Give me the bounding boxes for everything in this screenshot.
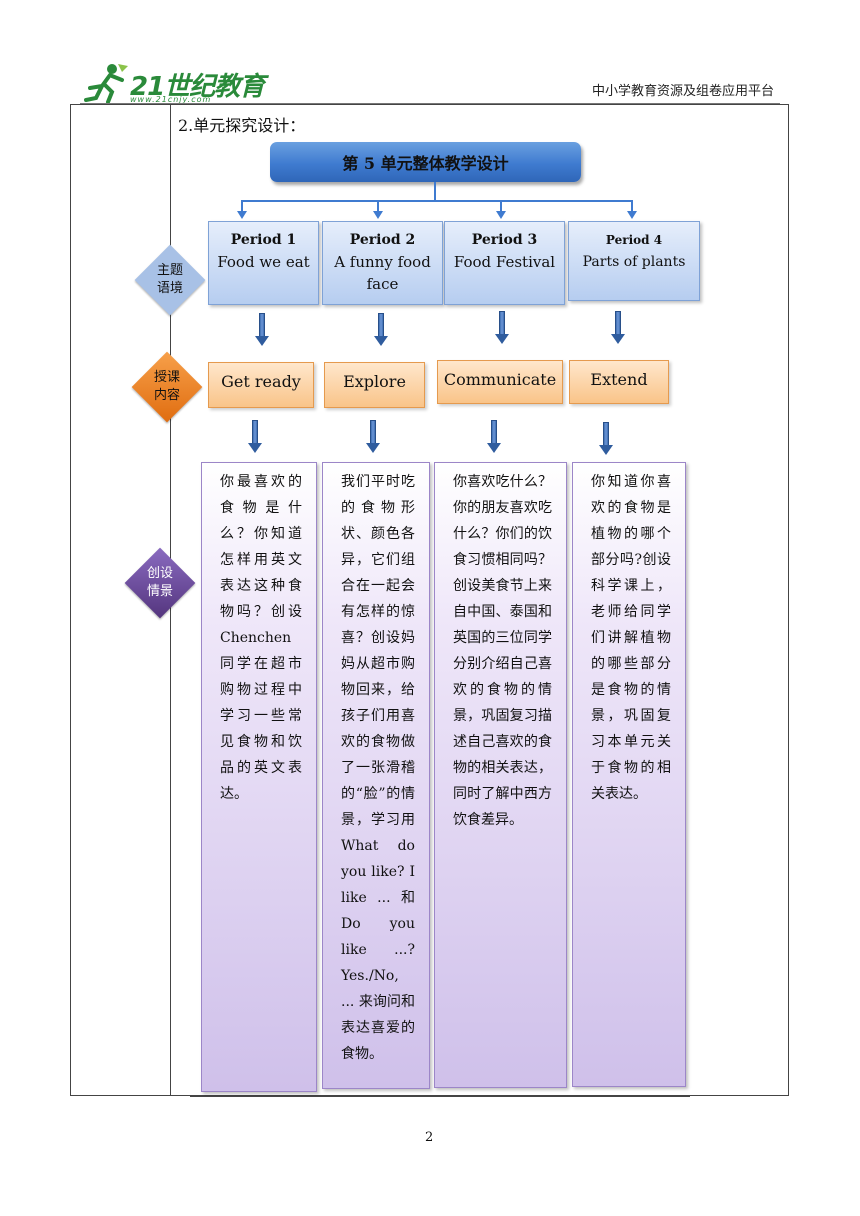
scenario-label-line: 情景 — [146, 584, 173, 599]
page-number: 2 — [425, 1130, 434, 1145]
theme-label-line: 语境 — [156, 281, 183, 296]
period-name: Food we eat — [217, 253, 310, 271]
connector-drop — [377, 200, 379, 211]
theme-label: 主题 语境 — [135, 262, 205, 298]
period-title: Period 3 — [471, 232, 538, 248]
header-rule — [80, 103, 780, 104]
runner-icon — [84, 64, 128, 104]
scenario-column-3: 你喜欢吃什么？你的朋友喜欢吃什么？你们的饮食习惯相同吗？创设美食节上来自中国、泰… — [434, 462, 567, 1088]
content-diamond: 授课 内容 — [131, 351, 203, 423]
logo — [82, 62, 242, 104]
table-frame — [70, 104, 789, 1096]
scenario-column-2: 我们平时吃的食物形状、颜色各异，它们组合在一起会有怎样的惊喜？创设妈妈从超市购物… — [322, 462, 430, 1089]
scenario-label: 创设 情景 — [125, 565, 195, 601]
scenario-label-line: 创设 — [146, 566, 173, 581]
content-label-line: 授课 — [153, 370, 180, 385]
stage-box-4: Extend — [569, 360, 669, 404]
stage-box-3: Communicate — [437, 360, 563, 404]
connector-drop — [500, 200, 502, 211]
stage-box-1: Get ready — [208, 362, 314, 408]
period-name: Parts of plants — [582, 254, 686, 270]
stage-box-2: Explore — [324, 362, 425, 408]
period-box-1: Period 1 Food we eat — [208, 221, 319, 305]
down-arrow-icon — [495, 311, 509, 345]
platform-name: 中小学教育资源及组卷应用平台 — [591, 84, 774, 99]
down-arrow-icon — [374, 313, 388, 347]
table-bottom-rule — [190, 1096, 690, 1097]
scenario-column-4: 你知道你喜欢的食物是植物的哪个部分吗?创设科学课上，老师给同学们讲解植物的哪些部… — [572, 462, 686, 1087]
period-title: Period 4 — [605, 233, 663, 247]
down-arrow-icon — [366, 420, 380, 454]
period-name: Food Festival — [453, 253, 556, 271]
theme-label-line: 主题 — [156, 263, 183, 278]
scenario-diamond: 创设 情景 — [124, 547, 196, 619]
connector-trunk — [434, 182, 436, 200]
content-label-line: 内容 — [153, 388, 180, 403]
unit-banner: 第 5 单元整体教学设计 — [270, 142, 581, 182]
connector-arrowhead — [373, 211, 383, 219]
content-label: 授课 内容 — [132, 369, 202, 405]
connector-arrowhead — [237, 211, 247, 219]
logo-url: www.21cnjy.com — [130, 95, 212, 104]
connector-arrowhead — [627, 211, 637, 219]
scenario-column-1: 你最喜欢的食物是什么？你知道怎样用英文表达这种食物吗？创设 Chenchen 同… — [201, 462, 317, 1092]
down-arrow-icon — [248, 420, 262, 454]
period-name: A funny food face — [334, 253, 431, 293]
connector-arrowhead — [496, 211, 506, 219]
logo-text: 21世纪教育 — [130, 72, 265, 102]
period-box-3: Period 3 Food Festival — [444, 221, 565, 305]
down-arrow-icon — [487, 420, 501, 454]
theme-diamond: 主题 语境 — [134, 244, 206, 316]
down-arrow-icon — [255, 313, 269, 347]
section-title: 2.单元探究设计： — [178, 116, 306, 135]
period-box-2: Period 2 A funny food face — [322, 221, 443, 305]
period-title: Period 2 — [349, 232, 416, 248]
period-box-4: Period 4 Parts of plants — [568, 221, 700, 301]
down-arrow-icon — [611, 311, 625, 345]
connector-bar — [241, 200, 632, 202]
period-title: Period 1 — [230, 232, 297, 248]
connector-drop — [631, 200, 633, 211]
connector-drop — [241, 200, 243, 211]
down-arrow-icon — [599, 422, 613, 456]
